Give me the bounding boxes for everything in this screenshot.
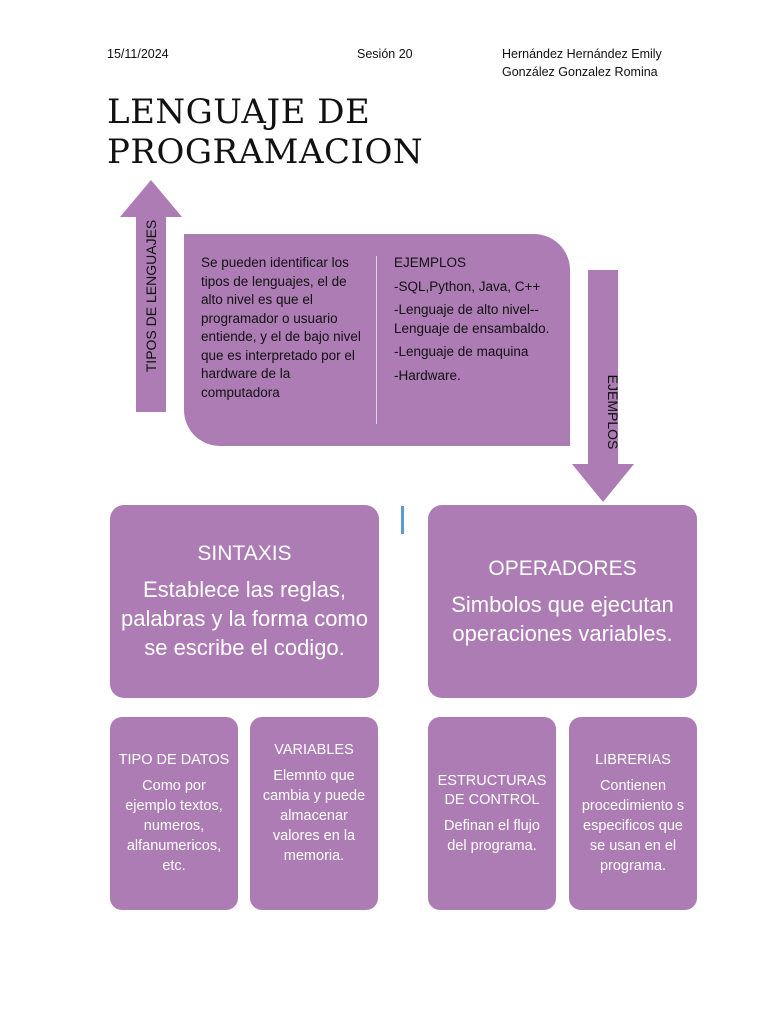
header-date: 15/11/2024 [107, 47, 169, 61]
language-types-box: Se pueden identificar los tipos de lengu… [184, 234, 570, 446]
tipo-datos-title: TIPO DE DATOS [118, 752, 230, 768]
author-1: Hernández Hernández Emily [502, 47, 662, 61]
column-divider [376, 256, 377, 424]
librerias-title: LIBRERIAS [595, 752, 671, 768]
variables-box: VARIABLES Elemnto que cambia y puede alm… [250, 717, 378, 910]
author-2: González Gonzalez Romina [502, 65, 658, 79]
sintaxis-box: SINTAXIS Establece las reglas, palabras … [110, 505, 379, 698]
example-item: -Lenguaje de alto nivel--Lenguaje de ens… [394, 302, 550, 336]
title-line-1: LENGUAJE DE [107, 92, 371, 132]
sintaxis-description: Establece las reglas, palabras y la form… [121, 577, 368, 660]
variables-title: VARIABLES [274, 742, 354, 758]
arrow-down-shape [572, 270, 634, 502]
estructuras-description: Definan el flujo del programa. [444, 817, 540, 854]
language-types-description: Se pueden identificar los tipos de lengu… [201, 255, 361, 400]
operadores-box: OPERADORES Simbolos que ejecutan operaci… [428, 505, 697, 698]
arrow-down-label: EJEMPLOS [605, 374, 621, 450]
estructuras-box: ESTRUCTURAS DE CONTROL Definan el flujo … [428, 717, 556, 910]
estructuras-title: ESTRUCTURAS DE CONTROL [437, 772, 547, 808]
variables-description: Elemnto que cambia y puede almacenar val… [262, 768, 366, 864]
example-item: -Lenguaje de maquina [394, 344, 529, 359]
tipo-datos-description: Como por ejemplo textos, numeros, alfanu… [125, 778, 223, 874]
example-item: -Hardware. [394, 367, 461, 383]
examples-heading: EJEMPLOS [394, 255, 467, 270]
examples-column: EJEMPLOS -SQL,Python, Java, C++ -Lenguaj… [394, 254, 559, 390]
title-line-2: PROGRAMACION [107, 132, 424, 172]
sintaxis-title: SINTAXIS [197, 542, 292, 565]
text-cursor [401, 506, 404, 534]
arrow-up-label: TIPOS DE LENGUAJES [143, 219, 159, 373]
tipo-datos-box: TIPO DE DATOS Como por ejemplo textos, n… [110, 717, 238, 910]
librerias-description: Contienen procedimiento s especificos qu… [581, 778, 685, 874]
operadores-description: Simbolos que ejecutan operaciones variab… [451, 591, 674, 646]
operadores-title: OPERADORES [488, 556, 637, 580]
arrow-up-shape [120, 180, 182, 412]
header-session: Sesión 20 [357, 47, 413, 61]
header-authors: Hernández Hernández Emily González Gonza… [502, 45, 662, 81]
page-title: LENGUAJE DE PROGRAMACION [107, 92, 423, 172]
example-item: -SQL,Python, Java, C++ [394, 278, 541, 294]
librerias-box: LIBRERIAS Contienen procedimiento s espe… [569, 717, 697, 910]
